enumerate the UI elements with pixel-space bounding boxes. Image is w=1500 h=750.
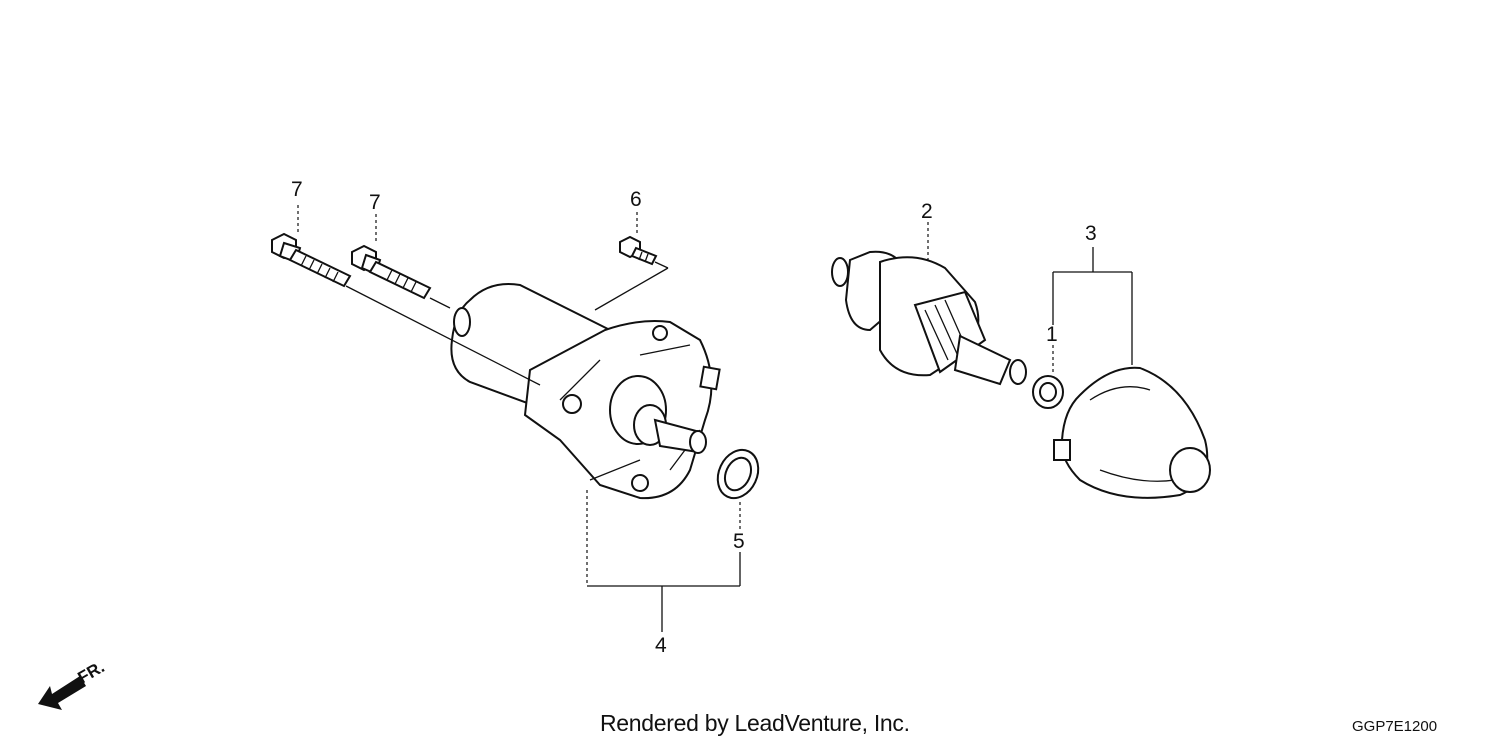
bushing-1[interactable] — [1032, 375, 1064, 409]
bolt-7-left[interactable] — [271, 232, 352, 288]
callout-6: 6 — [630, 188, 642, 211]
callout-7-right: 7 — [369, 191, 381, 214]
cover-3[interactable] — [1053, 366, 1211, 499]
o-ring-5[interactable] — [710, 443, 766, 504]
screw-6[interactable] — [619, 235, 658, 266]
callout-5: 5 — [733, 530, 745, 553]
callout-4: 4 — [655, 634, 667, 657]
diagram-code: GGP7E1200 — [1352, 718, 1438, 735]
footer-credit: Rendered by LeadVenture, Inc. — [600, 710, 910, 736]
front-direction-arrow: FR. — [38, 657, 108, 710]
callout-3: 3 — [1085, 222, 1097, 245]
leader-lines — [297, 205, 1133, 632]
callout-1: 1 — [1046, 323, 1058, 346]
starter-clutch-2[interactable] — [831, 250, 1027, 386]
callout-7-left: 7 — [291, 178, 303, 201]
callout-2: 2 — [921, 200, 933, 223]
bolt-7-right[interactable] — [351, 244, 432, 300]
starter-motor-4[interactable] — [450, 283, 721, 500]
